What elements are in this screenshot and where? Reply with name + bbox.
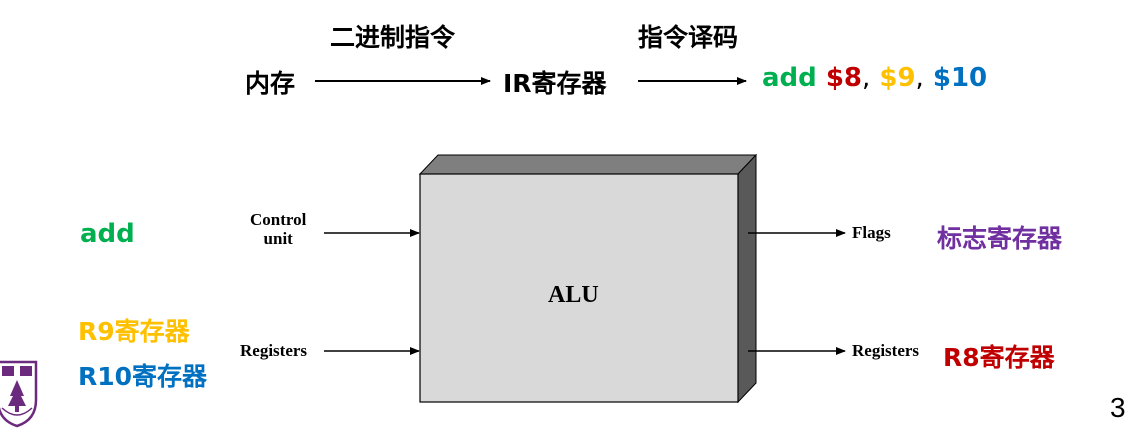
- annotation-r10-register: R10寄存器: [78, 362, 208, 391]
- alu-box-top: [418, 154, 758, 175]
- label-flags: Flags: [852, 223, 891, 242]
- label-binary-instruction: 二进制指令: [330, 23, 456, 52]
- instr-r8: $8: [825, 63, 863, 93]
- annotation-flags-register: 标志寄存器: [937, 224, 1063, 253]
- label-control: Control: [250, 210, 307, 229]
- label-registers-in: Registers: [240, 341, 308, 360]
- decoded-instruction: add $8, $9, $10: [762, 63, 987, 93]
- instr-sep1: ,: [862, 63, 871, 93]
- university-logo-icon: [0, 360, 38, 428]
- label-ir-register: IR寄存器: [503, 69, 607, 98]
- annotation-r9-register: R9寄存器: [78, 317, 190, 346]
- page-number: 3: [1110, 392, 1126, 423]
- label-registers-out: Registers: [852, 341, 920, 360]
- instr-r10: $10: [932, 63, 988, 93]
- instr-sep2: ,: [915, 63, 924, 93]
- label-unit: unit: [263, 229, 293, 248]
- instr-r9: $9: [879, 63, 916, 93]
- alu-box-side: [737, 153, 757, 404]
- instr-op: add: [762, 63, 817, 93]
- annotation-add: add: [80, 219, 135, 249]
- alu-box-front: [419, 173, 739, 403]
- annotation-r8-register: R8寄存器: [943, 343, 1055, 372]
- alu-title: ALU: [548, 282, 599, 308]
- label-control-unit: Control unit: [250, 210, 306, 248]
- label-memory: 内存: [245, 69, 296, 98]
- label-instruction-decode: 指令译码: [638, 23, 739, 52]
